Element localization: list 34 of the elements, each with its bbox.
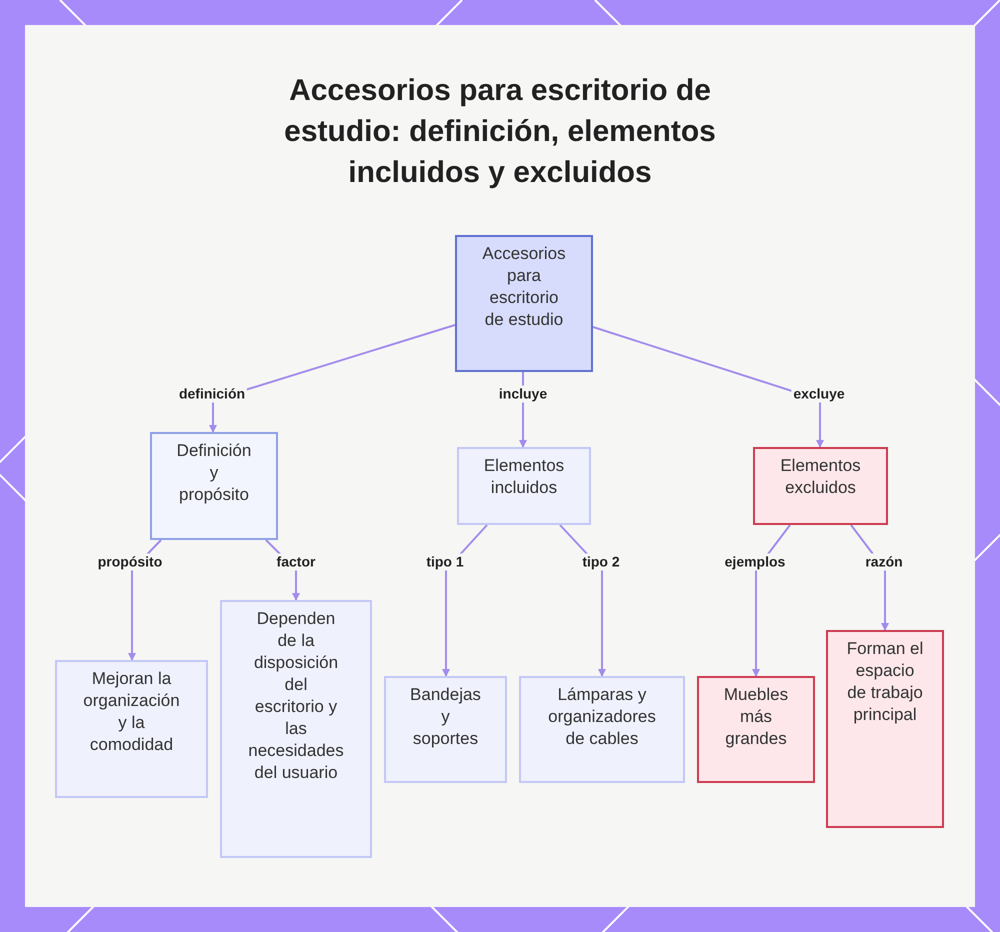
box-text: Bandejas y soportes bbox=[409, 684, 482, 750]
connector-arrow bbox=[592, 326, 824, 448]
connector-arrow bbox=[752, 524, 791, 677]
box-text: Forman el espacio de trabajo principal bbox=[846, 638, 924, 726]
concept-box bbox=[457, 447, 591, 525]
box-text: Elementos incluidos bbox=[482, 455, 566, 499]
box-text: Lámparas y organizadores de cables bbox=[547, 684, 657, 750]
box-text: Accesorios para escritorio de estudio bbox=[481, 243, 567, 331]
box-text: Muebles más grandes bbox=[722, 684, 790, 750]
connector-arrow bbox=[559, 524, 606, 677]
box-text: Elementos excluidos bbox=[779, 455, 862, 499]
concept-box bbox=[826, 630, 944, 828]
concept-box bbox=[150, 432, 278, 540]
edge-label: tipo 1 bbox=[424, 554, 466, 570]
concept-box bbox=[753, 447, 888, 525]
concept-box bbox=[220, 600, 372, 858]
box-text: Definición y propósito bbox=[176, 440, 252, 506]
edge-label: tipo 2 bbox=[580, 554, 622, 570]
concept-box bbox=[455, 235, 593, 372]
edge-label: propósito bbox=[96, 554, 164, 570]
edge-label: excluye bbox=[791, 386, 847, 402]
box-text: Dependen de la disposición del escritorio y las necesidades del usuario bbox=[248, 608, 344, 784]
edge-label: razón bbox=[863, 554, 905, 570]
edge-label: ejemplos bbox=[722, 554, 788, 570]
concept-box bbox=[697, 676, 815, 783]
diagram-title: Accesorios para escritorio de estudio: definición, elementos incluidos y excluidos bbox=[283, 73, 717, 191]
connector-arrow bbox=[442, 524, 488, 677]
concept-box bbox=[384, 676, 507, 783]
edge-label: incluye bbox=[496, 386, 550, 402]
concept-box bbox=[519, 676, 685, 783]
edge-label: definición bbox=[176, 386, 248, 402]
edge-label: factor bbox=[274, 554, 318, 570]
box-text: Mejoran la organización y la comodidad bbox=[82, 668, 181, 756]
concept-box bbox=[55, 660, 208, 798]
